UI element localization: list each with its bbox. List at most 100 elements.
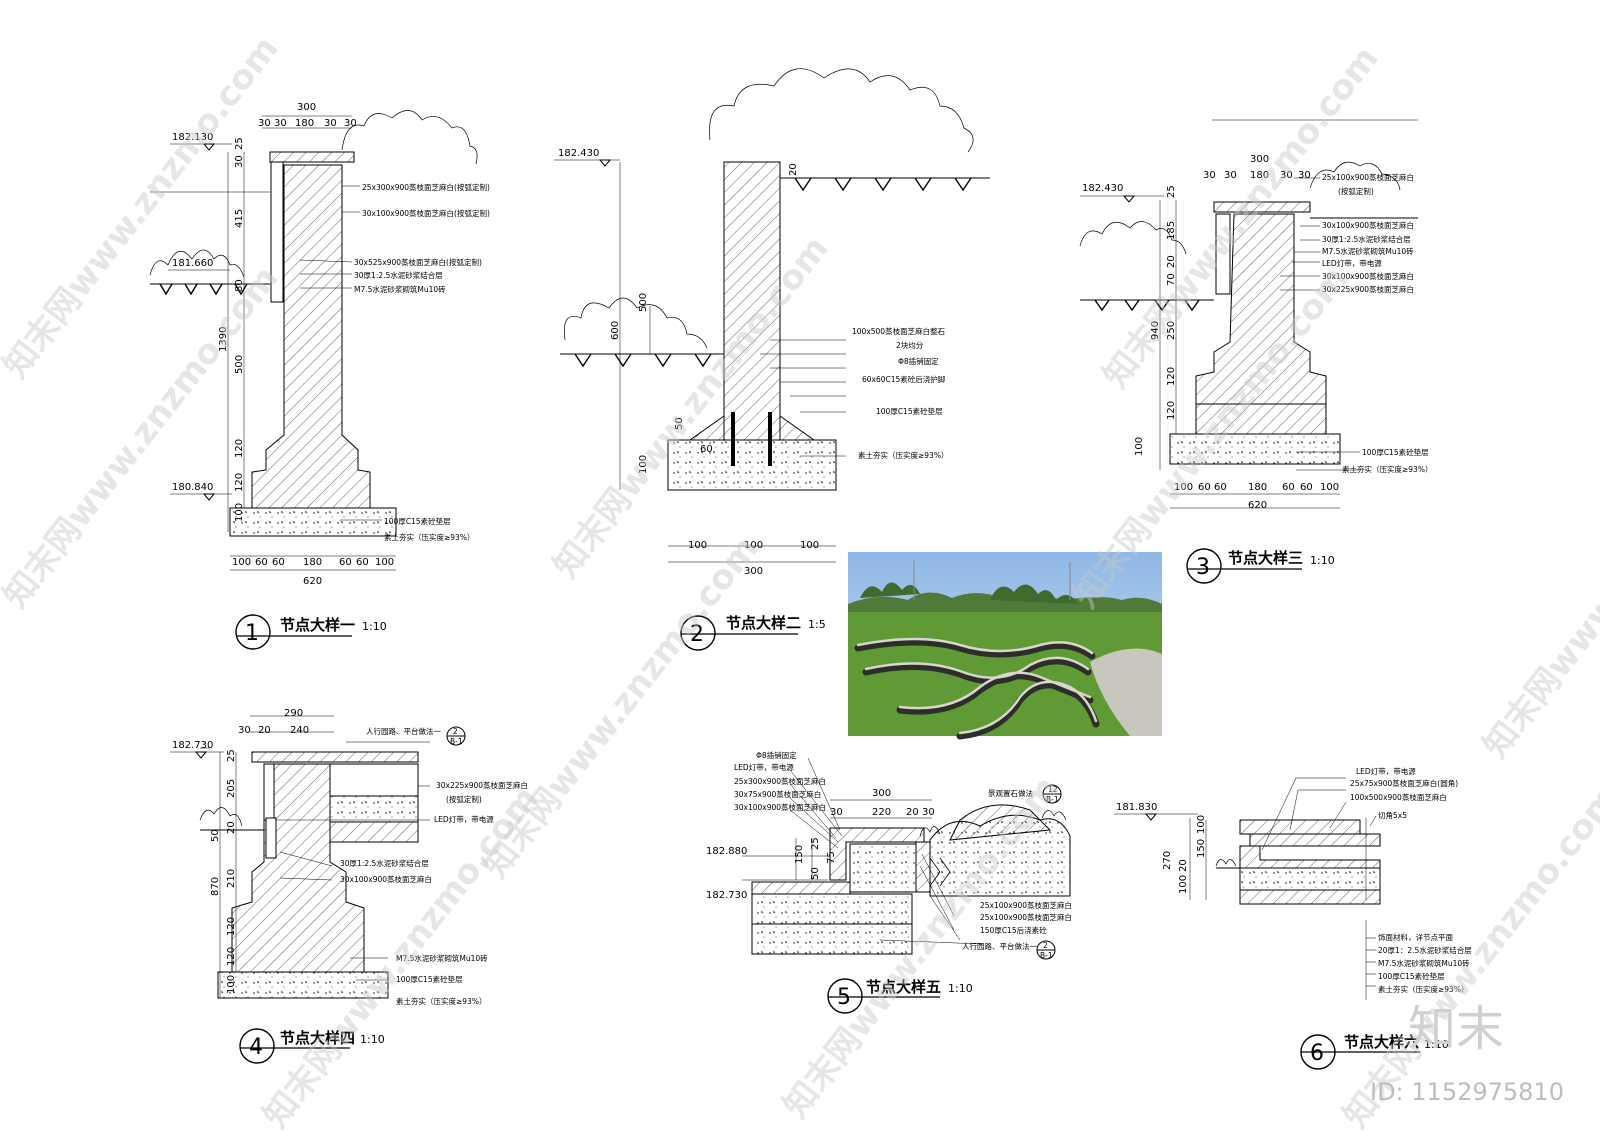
detail-1-dim-v-3: 80	[234, 279, 245, 292]
brand-logo: 知末	[1408, 1001, 1504, 1057]
detail-6-scale: 1:10	[1424, 1038, 1449, 1051]
detail-4-ref-bottom: B-1	[450, 737, 463, 746]
detail-5-scale: 1:10	[948, 982, 973, 995]
detail-4-dim-top-3: 240	[290, 725, 309, 736]
detail-6-dim-v-2: 100	[1178, 875, 1189, 894]
detail-1-dim-v-4: 1390	[218, 327, 229, 352]
detail-3-dim-b-7: 620	[1248, 500, 1267, 511]
detail-1-dim-top-0: 300	[297, 102, 316, 113]
detail-3-dim-v-1: 185	[1166, 221, 1177, 240]
detail-1-scale: 1:10	[362, 620, 387, 633]
detail-1-dim-b-5: 60	[356, 557, 369, 568]
detail-3-labels: 182.430 300 30 30 180 30 30 25 185 20 70…	[1082, 154, 1432, 584]
detail-4-elev-0: 182.730	[172, 740, 213, 751]
detail-6: 181.830 270 20 100 150 100 LED灯带，带电源 25x…	[1114, 766, 1472, 1070]
detail-4-note-5: 30x100x900蒸枝面芝麻白	[340, 874, 432, 884]
detail-5-dim-top-1: 30	[830, 807, 843, 818]
detail-2-note-4: 100厚C15素砼垫层	[876, 406, 943, 416]
detail-3-note-4: M7.5水泥砂浆砌筑Mu10砖	[1322, 246, 1414, 256]
detail-3-drawing	[1079, 119, 1418, 509]
detail-4-note-8: 素土夯实（压实度≥93%）	[396, 996, 486, 1006]
detail-5-dim-v-2: 75	[826, 851, 837, 864]
detail-2-scale: 1:5	[808, 618, 826, 631]
detail-6-note-1: 25x75x900蒸枝面芝麻白(圆角)	[1350, 778, 1458, 788]
detail-1-dim-v-8: 100	[234, 503, 245, 522]
detail-3-dim-v-7: 120	[1166, 401, 1177, 420]
detail-6-note-0: LED灯带，带电源	[1356, 766, 1416, 776]
detail-2-note-0: 100x500蒸枝面芝麻白整石	[852, 326, 946, 336]
detail-4-dim-v-6: 120	[226, 917, 237, 936]
detail-5-dim-v-3: 50	[810, 867, 821, 880]
detail-6-note-6: M7.5水泥砂浆砌筑Mu10砖	[1378, 958, 1470, 968]
detail-3-note-9: 素土夯实（压实度≥93%）	[1342, 464, 1432, 474]
detail-1-dim-b-6: 100	[375, 557, 394, 568]
detail-4-note-4: 30厚1:2.5水泥砂浆结合层	[340, 858, 429, 868]
detail-2-dim-v-4: 100	[638, 455, 649, 474]
detail-4-note-3: LED灯带，带电源	[434, 814, 494, 824]
detail-5-note-5: 景观置石做法	[988, 788, 1033, 798]
detail-6-note-2: 100x500x900蒸枝面芝麻白	[1350, 792, 1447, 802]
detail-4-scale: 1:10	[360, 1033, 385, 1046]
detail-6-dim-v-3: 150	[1196, 839, 1207, 858]
detail-1-number-circle	[235, 614, 271, 650]
detail-3-number-circle	[1186, 548, 1222, 584]
detail-5-dim-v-0: 150	[794, 845, 805, 864]
detail-1-note-4: M7.5水泥砂浆砌筑Mu10砖	[354, 284, 446, 294]
detail-3-number: 3	[1196, 555, 1210, 580]
detail-1-note-3: 30厚1:2.5水泥砂浆结合层	[354, 270, 443, 280]
detail-6-note-3: 切角5x5	[1378, 810, 1407, 820]
detail-5-ref-0-top: 12	[1048, 785, 1058, 794]
detail-5-ref-0-bottom: B-1	[1046, 795, 1059, 804]
detail-1-elev-0: 182.130	[172, 132, 213, 143]
detail-1-dim-top-1: 30	[258, 118, 271, 129]
detail-2-note-1: 2块均分	[896, 340, 924, 350]
detail-2-elev-0: 182.430	[558, 148, 599, 159]
detail-3-dim-v-2: 20	[1166, 255, 1177, 268]
detail-3-note-1: (按弧定制)	[1338, 186, 1374, 196]
detail-3-dim-top-1: 30	[1203, 170, 1216, 181]
detail-1-dim-b-0: 100	[232, 557, 251, 568]
detail-3-dim-v-5: 250	[1166, 321, 1177, 340]
detail-6-note-8: 素土夯实（压实度≥93%）	[1378, 984, 1468, 994]
detail-2-dim-b-2: 100	[800, 540, 819, 551]
detail-5-note-6: 25x100x900蒸枝面芝麻白	[980, 900, 1072, 910]
detail-3-dim-top-3: 180	[1250, 170, 1269, 181]
detail-6-note-7: 100厚C15素砼垫层	[1378, 971, 1445, 981]
detail-5-number-circle	[827, 978, 863, 1014]
detail-4-title: 节点大样四	[280, 1029, 355, 1047]
detail-6-title: 节点大样六	[1344, 1033, 1419, 1051]
detail-3-note-8: 100厚C15素砼垫层	[1362, 447, 1429, 457]
detail-3-note-3: 30厚1:2.5水泥砂浆结合层	[1322, 234, 1411, 244]
detail-2-dim-v-0: 20	[788, 163, 799, 176]
detail-1-number: 1	[245, 621, 259, 646]
detail-5-note-1: LED灯带，带电源	[734, 762, 794, 772]
detail-5-dim-v-1: 25	[810, 837, 821, 850]
detail-1-elev-1: 181.660	[172, 258, 213, 269]
detail-3-dim-v-0: 25	[1166, 185, 1177, 198]
detail-6-drawing	[1114, 777, 1381, 1000]
detail-6-note-4: 饰面材料，详节点平面	[1378, 932, 1453, 942]
detail-4-drawing	[170, 715, 466, 999]
detail-5-drawing	[742, 757, 1071, 960]
detail-3-note-2: 30x100x900蒸枝面芝麻白	[1322, 220, 1414, 230]
detail-1-dim-v-7: 120	[234, 473, 245, 492]
detail-4: 182.730 290 30 20 240 25 205 20 50 870 2…	[170, 708, 528, 1064]
detail-5-note-8: 150厚C15后浇素砼	[980, 925, 1047, 935]
detail-2-note-3: 60x60C15素砼后浇护脚	[862, 374, 945, 384]
watermark-text: 知末网www.znzmo.com	[546, 229, 837, 586]
detail-2-note-5: 素土夯实（压实度≥93%）	[858, 450, 948, 460]
detail-6-elev-0: 181.830	[1116, 802, 1157, 813]
detail-3-dim-top-5: 30	[1298, 170, 1311, 181]
detail-1-dim-top-5: 30	[344, 118, 357, 129]
detail-2-title: 节点大样二	[726, 614, 801, 632]
detail-4-dim-v-5: 210	[226, 869, 237, 888]
detail-4-dim-v-3: 50	[210, 829, 221, 842]
detail-2-note-2: Φ8插销固定	[898, 356, 939, 366]
detail-3-note-6: 30x100x900蒸枝面芝麻白	[1322, 271, 1414, 281]
detail-3-note-5: LED灯带，带电源	[1322, 258, 1382, 268]
detail-4-dim-v-7: 120	[226, 947, 237, 966]
detail-2-dim-v-2: 600	[610, 321, 621, 340]
detail-3-note-7: 30x225x900蒸枝面芝麻白	[1322, 284, 1414, 294]
detail-4-dim-top-2: 20	[258, 725, 271, 736]
